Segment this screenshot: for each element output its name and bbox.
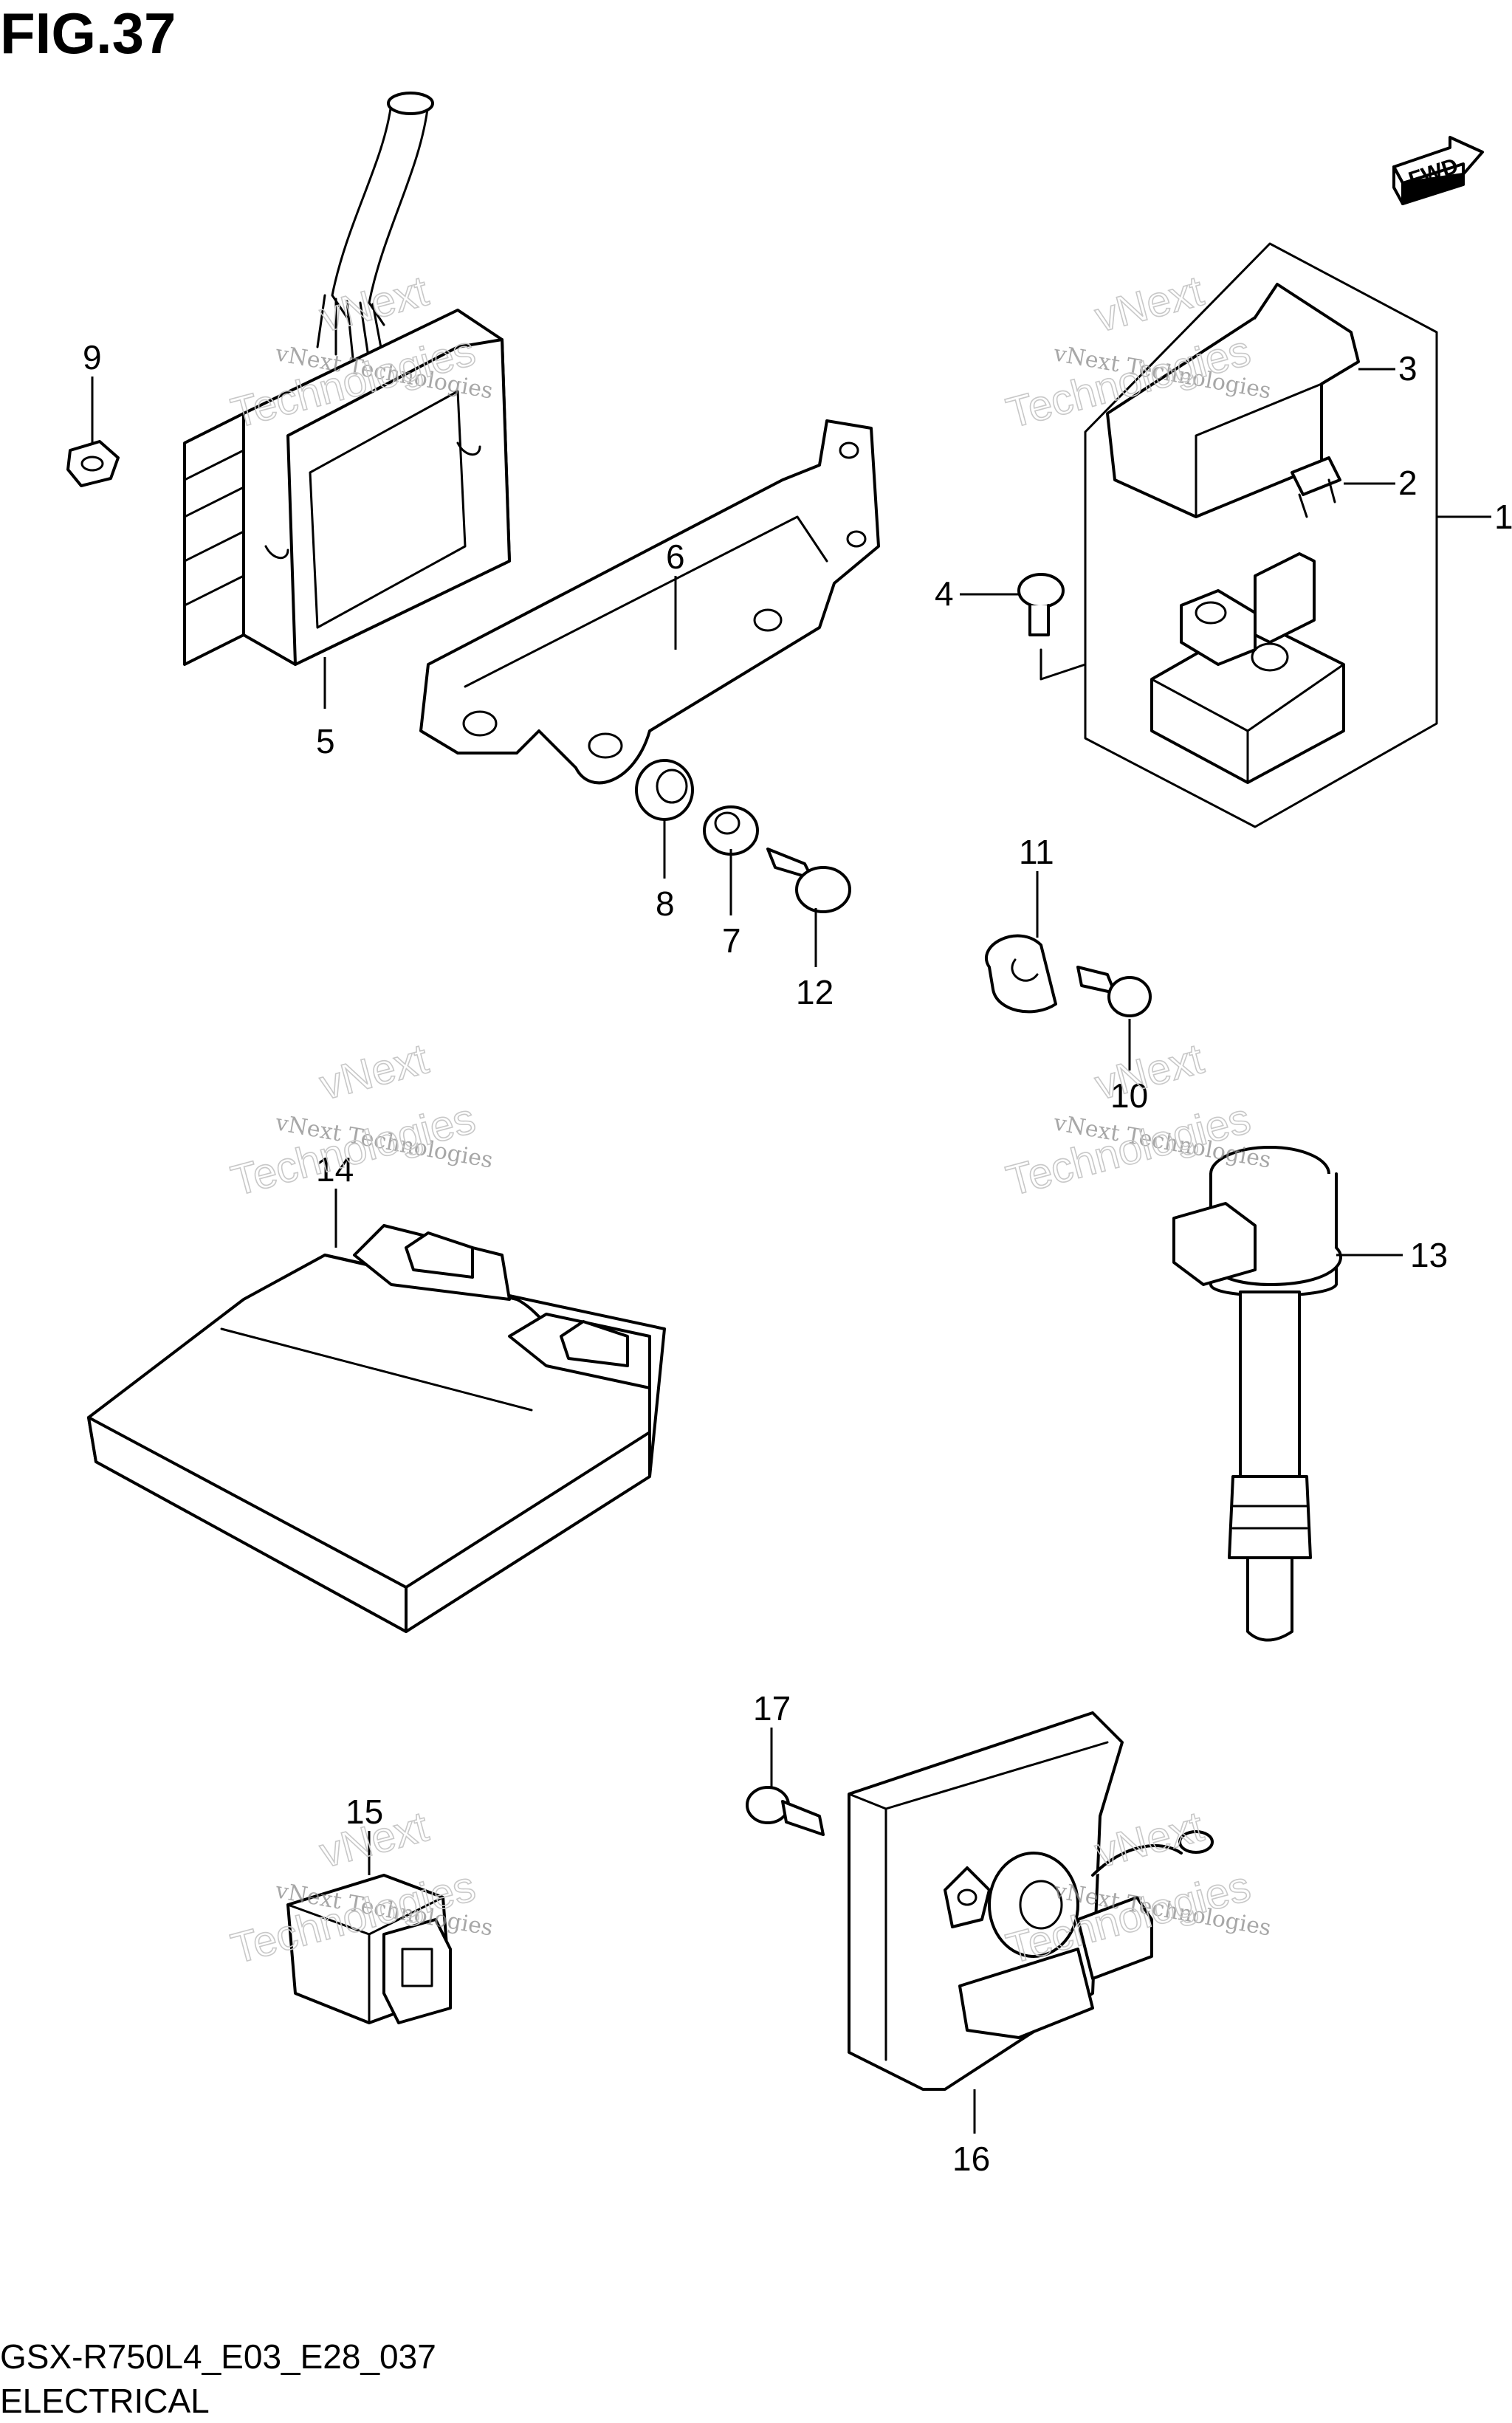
figure-title: FIG.37 <box>0 1 176 66</box>
callout-7: 7 <box>722 921 741 960</box>
watermark-outline-1: vNext <box>315 1034 433 1109</box>
callout-14: 14 <box>316 1150 354 1189</box>
callout-2: 2 <box>1398 464 1418 502</box>
watermark-outline-1: vNext <box>1090 267 1209 341</box>
leader-lines <box>91 368 1491 2134</box>
callout-3: 3 <box>1398 349 1418 388</box>
callout-4: 4 <box>935 574 954 613</box>
part-4-screw <box>1017 573 1065 636</box>
callout-13: 13 <box>1410 1236 1448 1274</box>
part-13-ignition-coil <box>1172 1146 1342 1642</box>
callout-8: 8 <box>656 884 675 923</box>
callout-10: 10 <box>1110 1076 1148 1115</box>
part-8-grommet <box>635 759 694 821</box>
callout-17: 17 <box>753 1689 791 1728</box>
callout-9: 9 <box>83 338 102 377</box>
callout-11: 11 <box>1019 833 1054 871</box>
figure-code: GSX-R750L4_E03_E28_037 <box>0 2337 436 2376</box>
watermark-outline-1: vNext <box>1090 1034 1209 1109</box>
callout-6: 6 <box>666 537 685 576</box>
callout-labels: 1 2 3 4 5 6 7 8 9 10 11 12 13 14 15 16 1… <box>83 338 1512 2178</box>
part-15-sensor <box>286 1874 452 2024</box>
part-1-starter-relay <box>1040 242 1438 828</box>
callout-12: 12 <box>796 973 834 1011</box>
watermark-mid-left: vNext Technologies vNext Technologies <box>226 1034 495 1206</box>
part-10-bolt <box>1076 966 1152 1017</box>
callout-16: 16 <box>952 2140 990 2178</box>
callout-1: 1 <box>1494 498 1512 536</box>
part-11-clamp <box>985 934 1057 1014</box>
section-name: ELECTRICAL <box>0 2382 210 2420</box>
part-5-regulator <box>183 92 511 666</box>
fwd-arrow-icon: FWD <box>1392 136 1484 205</box>
part-12-bolt <box>766 848 851 913</box>
part-17-bolt <box>746 1786 825 1836</box>
part-7-collar <box>703 805 759 856</box>
part-16-module <box>848 1711 1214 2091</box>
part-14-ecm <box>87 1224 666 1633</box>
part-6-bracket <box>419 419 880 785</box>
callout-5: 5 <box>316 722 335 760</box>
callout-15: 15 <box>346 1793 383 1831</box>
watermark-outline-1: vNext <box>1090 1802 1209 1877</box>
part-9-nut <box>66 440 120 487</box>
